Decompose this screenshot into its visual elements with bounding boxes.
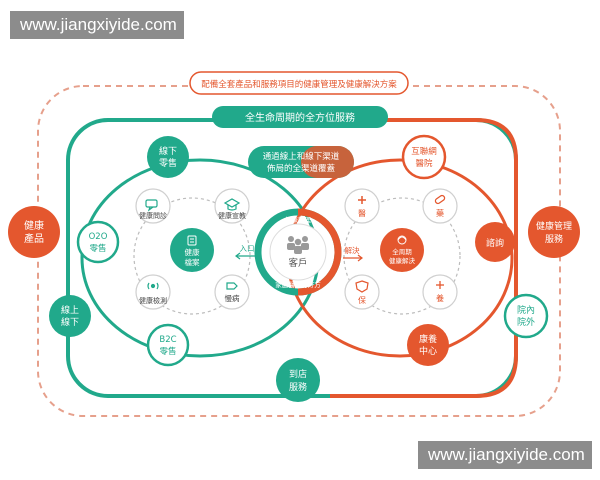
health-mgmt-service-line1: 健康管理 xyxy=(536,220,572,232)
satellite-education-label: 健康宣教 xyxy=(218,211,246,220)
people-icon xyxy=(287,236,309,254)
health-record-line2: 檔案 xyxy=(185,257,200,267)
tag-icon xyxy=(226,282,238,290)
satellite-medical: 醫 xyxy=(344,188,380,224)
satellite-consult: 健康問診 xyxy=(135,188,171,224)
health-products-line1: 健康 xyxy=(24,219,44,232)
consult-node xyxy=(475,222,515,262)
satellite-medicine-label: 藥 xyxy=(436,208,444,218)
b2c-retail-node xyxy=(146,323,190,367)
solution-label: 解決 xyxy=(345,245,360,255)
satellite-care-label: 養 xyxy=(436,293,444,303)
internet-hospital-line2: 醫院 xyxy=(415,158,433,169)
in-out-hospital-line1: 院內 xyxy=(517,304,535,316)
internet-hospital-line1: 互聯網 xyxy=(411,146,437,157)
watermark-bottom: www.jiangxiyide.com xyxy=(418,441,592,469)
satellite-monitoring-label: 健康檢測 xyxy=(139,296,167,305)
chat-bubble-icon xyxy=(145,199,158,212)
health-center-node xyxy=(407,324,449,366)
pill-icon xyxy=(434,194,446,205)
health-center-line2: 中心 xyxy=(419,345,437,357)
lifecycle-banner-text: 全生命周期的全方位服務 xyxy=(245,111,355,124)
satellite-care: 養 xyxy=(422,274,458,310)
health-products-node xyxy=(8,206,60,258)
solution-arrow: 解決 xyxy=(343,245,363,262)
document-icon xyxy=(187,235,197,246)
consult-label: 諮詢 xyxy=(486,237,504,249)
full-cycle-solution-hub xyxy=(380,228,424,272)
in-out-hospital-line2: 院外 xyxy=(517,316,535,328)
signal-wave-icon xyxy=(147,282,159,290)
in-store-service-line2: 服務 xyxy=(289,381,307,393)
o2o-retail-node xyxy=(76,220,120,264)
offline-retail-node xyxy=(147,136,189,178)
satellite-chronic-label: 慢病 xyxy=(225,293,240,303)
right-inner-dashed-ring xyxy=(343,197,461,315)
satellite-medicine: 藥 xyxy=(422,188,458,224)
internet-hospital-node xyxy=(401,134,447,180)
top-banner-text: 配備全套產品和服務項目的健康管理及健康解決方案 xyxy=(201,79,397,90)
satellite-education: 健康宣教 xyxy=(214,188,250,224)
customer-arc-top: 健康管理 xyxy=(285,215,312,224)
omnichannel-banner-line1: 通過線上和線下渠道 xyxy=(263,151,340,162)
watermark-top: www.jiangxiyide.com xyxy=(10,11,184,39)
satellite-insurance: 保 xyxy=(344,274,380,310)
lotus-icon xyxy=(397,235,407,245)
lifecycle-banner-box xyxy=(212,106,388,128)
in-out-hospital-node xyxy=(503,293,549,339)
o2o-retail-line1: O2O xyxy=(89,232,108,242)
health-products-line2: 產品 xyxy=(24,232,44,245)
health-record-line1: 健康 xyxy=(185,247,200,257)
health-center-line1: 康養 xyxy=(419,333,437,345)
full-cycle-line1: 全周期 xyxy=(392,247,412,256)
omnichannel-banner-line2: 佈局的全渠道覆蓋 xyxy=(267,163,336,174)
online-offline-line2: 線下 xyxy=(61,316,79,328)
online-offline-node xyxy=(49,295,91,337)
graduation-cap-icon xyxy=(223,198,241,211)
satellite-chronic: 慢病 xyxy=(214,274,250,310)
customer-outer-ring-orange xyxy=(297,208,342,296)
shield-icon xyxy=(355,280,369,293)
health-mgmt-service-line2: 服務 xyxy=(545,233,563,245)
health-record-hub xyxy=(170,228,214,272)
in-store-service-node xyxy=(276,358,320,402)
plus-leaf-icon xyxy=(436,281,444,289)
orange-frame-right xyxy=(330,118,518,398)
top-banner-box xyxy=(189,71,409,95)
online-offline-line1: 線上 xyxy=(61,304,79,316)
b2c-retail-line2: 零售 xyxy=(159,346,176,357)
satellite-monitoring: 健康檢測 xyxy=(135,274,171,310)
customer-label: 客戶 xyxy=(288,257,307,269)
medical-cross-icon xyxy=(358,196,366,204)
health-mgmt-service-node xyxy=(528,206,580,258)
offline-retail-line2: 零售 xyxy=(159,157,177,169)
o2o-retail-line2: 零售 xyxy=(89,243,106,254)
entry-label: 入口 xyxy=(240,244,255,253)
offline-retail-line1: 線下 xyxy=(159,145,177,157)
in-store-service-line1: 到店 xyxy=(289,368,307,380)
b2c-retail-line1: B2C xyxy=(159,335,176,345)
satellite-consult-label: 健康問診 xyxy=(139,211,167,220)
full-cycle-line2: 健康解決 xyxy=(389,256,416,265)
satellite-medical-label: 醫 xyxy=(358,209,366,218)
customer-arc-bottom: 家庭醫生有好方 xyxy=(275,280,321,289)
omnichannel-banner-right-half xyxy=(301,146,354,178)
entry-arrow: 入口 xyxy=(235,244,256,260)
satellite-insurance-label: 保 xyxy=(358,295,366,305)
